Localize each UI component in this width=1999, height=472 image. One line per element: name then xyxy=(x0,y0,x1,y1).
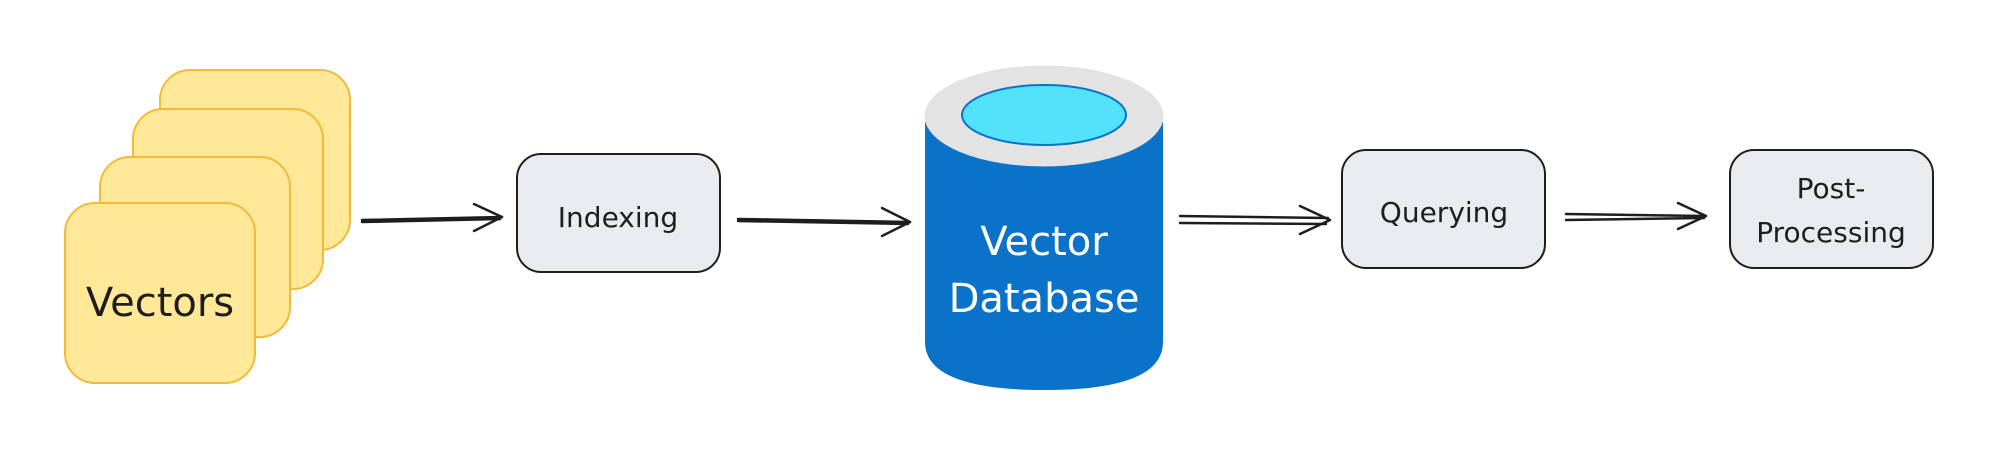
database-top-surface xyxy=(961,84,1127,146)
postprocessing-box xyxy=(1729,149,1934,269)
arrow-shaft xyxy=(736,217,912,224)
postprocessing-label-line1: Post- xyxy=(1797,172,1866,205)
arrow-head xyxy=(1676,201,1708,231)
arrow-head xyxy=(1298,204,1332,236)
postprocessing-label-line2: Processing xyxy=(1756,216,1906,249)
arrow-head xyxy=(472,202,504,233)
arrow-shaft-sketch xyxy=(1178,221,1328,226)
arrow-head xyxy=(880,206,912,238)
arrow-shaft xyxy=(360,215,504,222)
vectors-stack: Vectors xyxy=(64,69,351,384)
arrow-shaft-sketch xyxy=(1564,216,1706,222)
querying-box xyxy=(1341,149,1546,269)
arrow-shaft xyxy=(1178,214,1330,220)
vector-database-node: Vector Database xyxy=(924,65,1164,390)
indexing-box xyxy=(516,153,721,273)
arrow-shaft-sketch xyxy=(736,219,910,226)
arrow-querying-to-postprocessing xyxy=(1564,201,1708,231)
indexing-label: Indexing xyxy=(558,201,678,234)
querying-label: Querying xyxy=(1380,196,1508,229)
vector-card-front xyxy=(64,202,256,384)
arrow-vectors-to-indexing xyxy=(360,202,504,233)
database-cylinder-bottom xyxy=(926,301,1162,389)
querying-node: Querying xyxy=(1341,149,1546,269)
indexing-node: Indexing xyxy=(516,153,721,273)
arrow-shaft xyxy=(1564,212,1708,218)
vectors-label: Vectors xyxy=(86,280,234,326)
database-label-line2: Database xyxy=(949,276,1140,322)
arrow-indexing-to-database xyxy=(736,206,912,238)
database-label-line1: Vector xyxy=(980,219,1108,265)
arrow-database-to-querying xyxy=(1178,204,1332,236)
arrow-shaft-sketch xyxy=(360,217,502,224)
postprocessing-node: Post- Processing xyxy=(1729,149,1934,269)
